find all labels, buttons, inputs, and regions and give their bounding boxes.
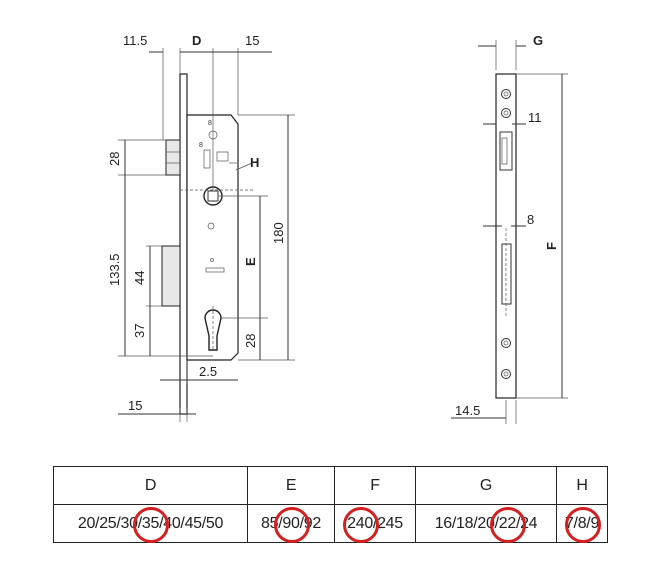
cylinder-cutout [204,309,222,351]
bolt-opening [501,243,512,305]
faceplate-side-view: G 11 8 F 14.5 [451,33,568,424]
values-e: 85/90/92 [247,504,335,543]
svg-text:8: 8 [199,142,203,149]
svg-text:8: 8 [208,120,212,127]
dim-44: 44 [132,271,147,285]
values-d: 20/25/30/35/40/45/50 [53,504,248,543]
selected-f: 240 [343,506,379,543]
dim-f-label: F [544,242,559,250]
selected-e: 90 [273,506,311,543]
dim-h-label: H [250,155,259,170]
dim-133-5: 133.5 [107,253,122,286]
values-g: 16/18/20/22/24 [415,504,557,543]
dim-14-5: 14.5 [455,403,480,418]
selected-h: 8 [565,506,600,543]
header-h: H [556,466,608,505]
lock-case [186,114,239,361]
dim-180: 180 [271,222,286,244]
faceplate [179,73,188,415]
latch-opening [499,131,513,171]
values-f: 240/245 [334,504,416,543]
selected-d: 35 [133,506,170,543]
header-d: D [53,466,248,505]
lock-front-view: 8 8 11.5 D 15 H 28 133. [107,33,295,422]
dim-8: 8 [527,212,534,227]
header-e: E [247,466,335,505]
dim-28-right: 28 [243,334,258,348]
dim-11-5: 11.5 [123,33,147,48]
dim-d-label: D [192,33,201,48]
dim-2-5: 2.5 [199,364,217,379]
header-f: F [334,466,416,505]
table-header-row: D E F G H [53,466,608,505]
dim-28-left: 28 [107,152,122,166]
dim-11: 11 [528,110,542,125]
dead-bolt [161,245,181,307]
header-g: G [415,466,557,505]
selected-g: 22 [490,506,527,543]
dim-e-label: E [243,257,258,266]
dim-15-bottom: 15 [128,398,142,413]
latch-bolt [165,139,181,176]
values-h: 7/8/9 [556,504,608,543]
lock-technical-drawing: 8 8 11.5 D 15 H 28 133. [107,33,568,424]
dim-g-label: G [533,33,543,48]
table-value-row: 20/25/30/35/40/45/50 85/90/92 240/245 16… [53,504,608,543]
spec-table: D E F G H 20/25/30/35/40/45/50 85/90/92 … [53,466,608,543]
dim-15-top: 15 [245,33,259,48]
dim-37: 37 [132,324,147,338]
